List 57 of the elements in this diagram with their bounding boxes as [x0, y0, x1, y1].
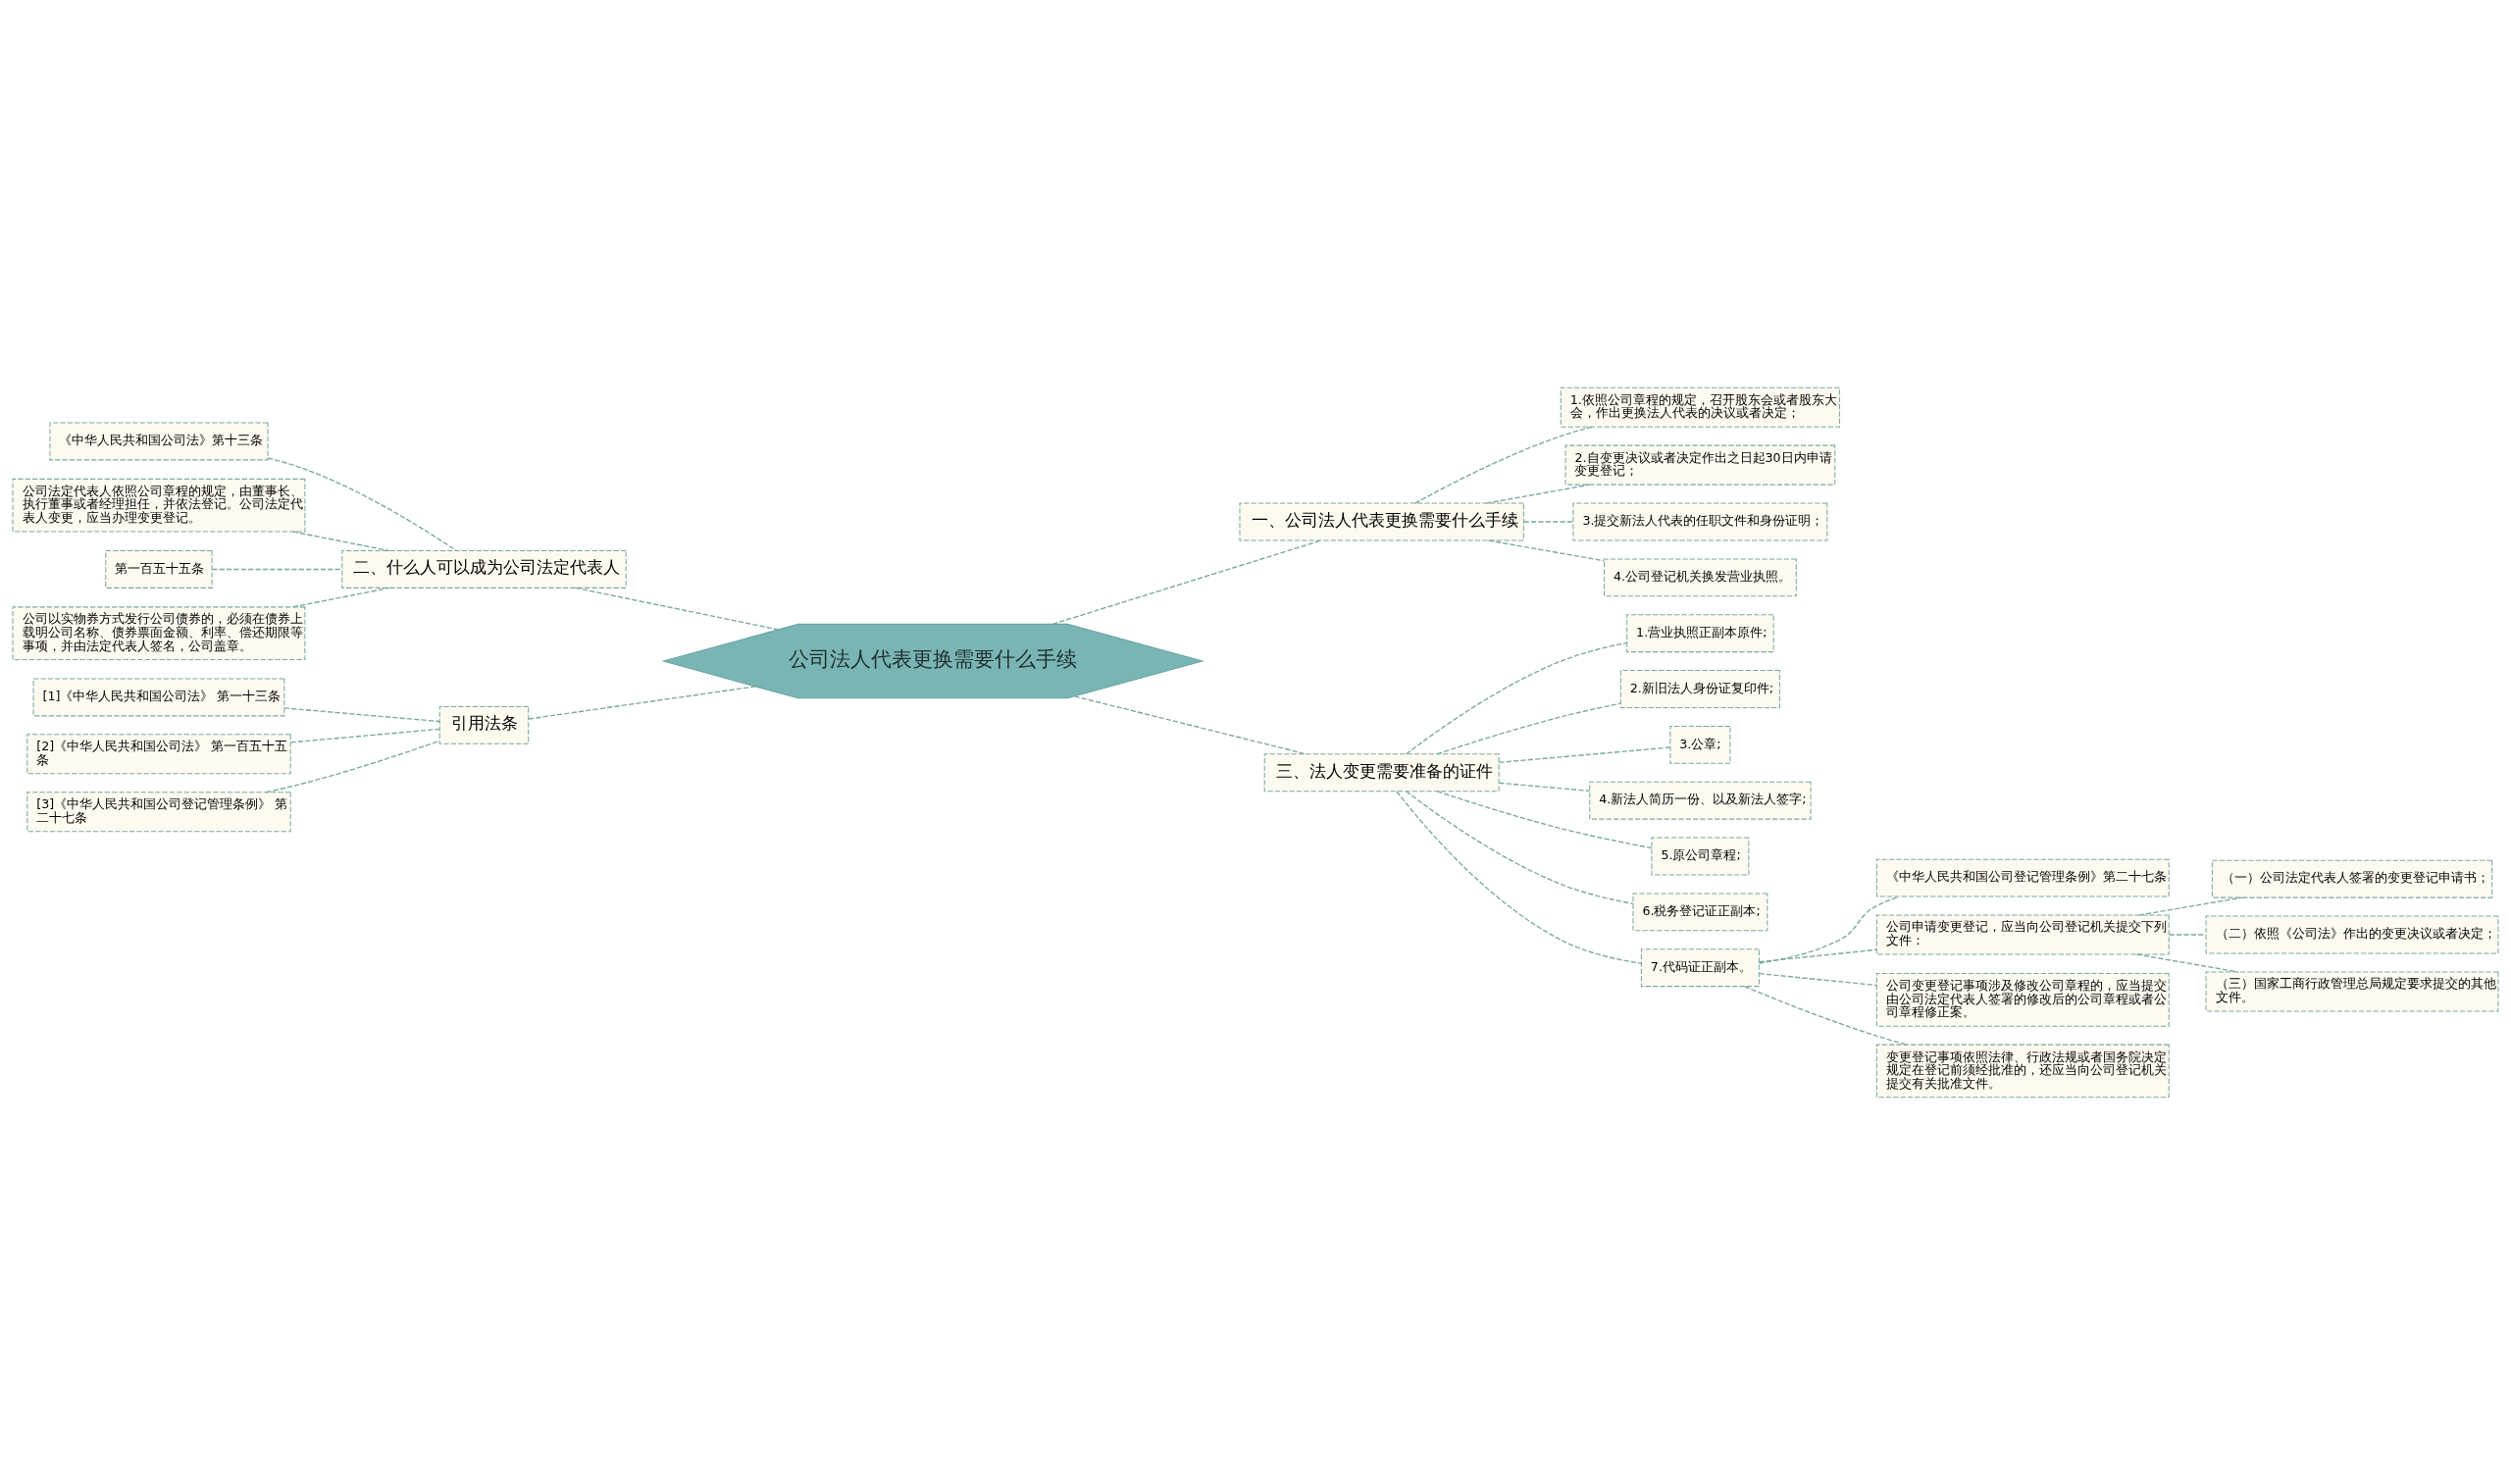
node-box: 第一百五十五条 — [105, 549, 213, 588]
node-box: 4.公司登记机关换发营业执照。 — [1604, 557, 1797, 596]
node-box: [1]《中华人民共和国公司法》 第一十三条 — [32, 678, 285, 716]
connector — [292, 530, 390, 551]
node-box: 2.自变更决议或者决定作出之日起30日内申请变更登记； — [1564, 444, 1836, 486]
connector — [1051, 538, 1322, 625]
node-box: 一、公司法人代表更换需要什么手续 — [1239, 502, 1524, 540]
connector — [1406, 641, 1628, 754]
node-box: 4.新法人简历一份、以及新法人签字; — [1589, 781, 1812, 820]
connector — [211, 568, 343, 570]
connector — [2135, 952, 2239, 973]
node-box: 公司法定代表人依照公司章程的规定，由董事长、执行董事或者经理担任，并依法登记。公司法定代表人变更，应当办理变更登记。 — [12, 478, 306, 533]
connector — [289, 728, 440, 743]
node-box: 公司变更登记事项涉及修改公司章程的，应当提交由公司法定代表人签署的修改后的公司章程或者公司章程修正案。 — [1875, 972, 2170, 1027]
node-box: 《中华人民共和国公司法》第十三条 — [49, 421, 269, 460]
connector — [1744, 985, 1908, 1046]
node-box: 1.营业执照正副本原件; — [1626, 613, 1774, 652]
node-box: 公司以实物券方式发行公司债券的，必须在债券上载明公司名称、债券票面金额、利率、偿还期限等事项，并由法定代表人签名，公司盖章。 — [12, 605, 306, 660]
connector — [1073, 694, 1307, 754]
node-box: [3]《中华人民共和国公司登记管理条例》 第二十七条 — [26, 791, 291, 832]
connector — [1522, 520, 1574, 523]
node-box: 3.提交新法人代表的任职文件和身份证明； — [1572, 502, 1828, 540]
connector — [528, 685, 756, 720]
node-box: 《中华人民共和国公司登记管理条例》第二十七条 — [1875, 858, 2170, 897]
connector — [1396, 790, 1642, 964]
connector — [1758, 972, 1877, 986]
node-box: 引用法条 — [438, 705, 530, 744]
node-box: 6.税务登记证正副本; — [1632, 892, 1768, 931]
connector — [2138, 896, 2243, 916]
node-box: （三）国家工商行政管理总局规定要求提交的其他文件。 — [2205, 970, 2499, 1011]
connector — [1758, 948, 1877, 962]
connector — [1485, 484, 1591, 504]
node-box: 7.代码证正副本。 — [1640, 947, 1760, 987]
node-box: 1.依照公司章程的规定，召开股东会或者股东大会，作出更换法人代表的决议或者决定； — [1560, 386, 1840, 428]
connector — [1406, 790, 1634, 904]
connector — [1436, 702, 1621, 754]
connector — [1487, 538, 1606, 561]
connector — [1498, 745, 1671, 763]
node-box: 3.公章; — [1669, 725, 1731, 764]
connector — [283, 706, 440, 722]
node-box: 公司申请变更登记，应当向公司登记机关提交下列文件： — [1875, 914, 2170, 955]
node-box: （一）公司法定代表人签署的变更登记申请书； — [2211, 859, 2493, 898]
node-box: 变更登记事项依照法律、行政法规或者国务院决定规定在登记前须经批准的，还应当向公司登记机关提交有关批准文件。 — [1875, 1044, 2170, 1098]
connector — [292, 587, 390, 607]
connector — [1498, 782, 1591, 792]
connector — [1758, 895, 1900, 964]
node-box: 5.原公司章程; — [1651, 837, 1750, 875]
connector — [267, 456, 457, 551]
node-box: 二、什么人可以成为公司法定代表人 — [341, 549, 627, 588]
node-box: （二）依照《公司法》作出的变更决议或者决定； — [2205, 915, 2499, 953]
connector — [1436, 790, 1653, 848]
connector — [2168, 933, 2207, 936]
node-box: [2]《中华人民共和国公司法》 第一百五十五条 — [26, 733, 291, 774]
node-box: 2.新旧法人身份证复印件; — [1619, 669, 1780, 708]
connector — [575, 587, 780, 631]
connector — [265, 740, 440, 793]
node-box: 三、法人变更需要准备的证件 — [1263, 752, 1500, 792]
